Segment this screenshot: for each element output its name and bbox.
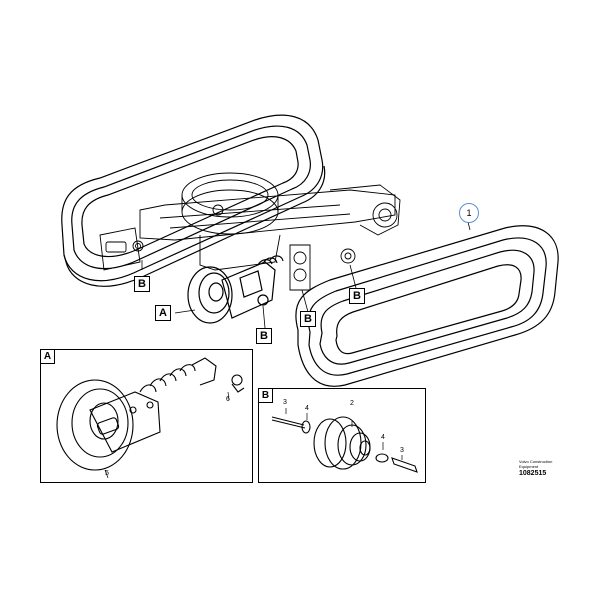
callout-b-right: B [300, 311, 316, 327]
detail-a-drawing [56, 357, 245, 479]
leader-b-top [349, 264, 357, 289]
detail-a-tag: A [40, 349, 55, 364]
part-5-label: 5 [105, 470, 109, 477]
detail-b-drawing [271, 408, 418, 473]
credit-block: Volvo Construction Equipment 1082515 [519, 459, 552, 479]
part-2-label: 2 [350, 400, 354, 407]
callout-b-center: B [256, 328, 272, 344]
idler-assembly-main [187, 255, 284, 324]
part-1-label: 1 [459, 203, 479, 223]
part-4-left-label: 4 [305, 405, 309, 412]
assembled-track-loop [61, 114, 326, 287]
figure-number: 1082515 [519, 470, 547, 477]
credit-line-2: Equipment [519, 464, 539, 469]
leader-part-1 [467, 221, 471, 231]
leader-b-right [301, 289, 309, 313]
callout-b-top: B [349, 288, 365, 304]
leader-a-main [174, 309, 196, 314]
leader-b-center [262, 305, 266, 329]
detail-b-tag: B [258, 388, 273, 403]
track-chain-part-1 [295, 225, 559, 387]
part-6-label: 6 [226, 396, 230, 403]
detail-box-b: B [258, 388, 426, 483]
part-3-left-label: 3 [283, 399, 287, 406]
callout-b-left: B [134, 276, 150, 292]
part-3-right-label: 3 [400, 447, 404, 454]
part-4-right-label: 4 [381, 434, 385, 441]
callout-a-main: A [155, 305, 171, 321]
credit-line-1: Volvo Construction [519, 459, 553, 464]
undercarriage-frame [99, 172, 401, 291]
detail-box-a: A [40, 349, 253, 483]
